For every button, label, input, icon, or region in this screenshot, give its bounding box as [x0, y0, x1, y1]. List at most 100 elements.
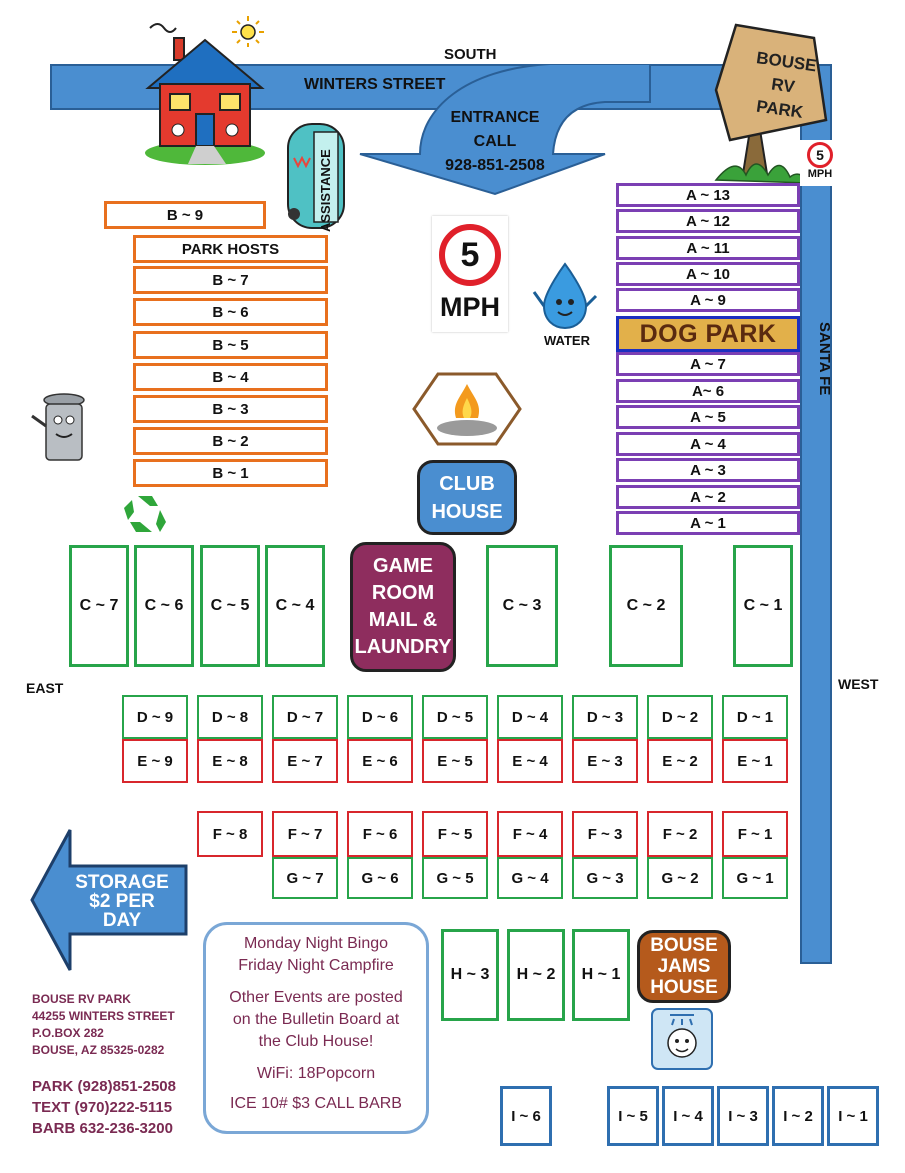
site-c-4[interactable]: C ~ 4	[265, 545, 325, 667]
site-e-3[interactable]: E ~ 3	[572, 739, 638, 783]
site-g-4[interactable]: G ~ 4	[497, 857, 563, 899]
storage-line2: $2 PER	[89, 891, 155, 912]
site-d-1[interactable]: D ~ 1	[722, 695, 788, 739]
storage-line1: STORAGE	[75, 872, 169, 893]
site-g-2[interactable]: G ~ 2	[647, 857, 713, 899]
site-i-5[interactable]: I ~ 5	[607, 1086, 659, 1146]
jams-house-line2: JAMS	[657, 956, 711, 977]
site-h-1[interactable]: H ~ 1	[572, 929, 630, 1021]
site-a-2[interactable]: A ~ 2	[616, 485, 800, 509]
site-e-1[interactable]: E ~ 1	[722, 739, 788, 783]
site-c-5[interactable]: C ~ 5	[200, 545, 260, 667]
site-f-2[interactable]: F ~ 2	[647, 811, 713, 857]
jams-house-line1: BOUSE	[650, 935, 718, 956]
event-other: Other Events are posted	[229, 989, 403, 1006]
site-park-hosts[interactable]: PARK HOSTS	[133, 235, 328, 263]
site-i-2[interactable]: I ~ 2	[772, 1086, 824, 1146]
site-f-5[interactable]: F ~ 5	[422, 811, 488, 857]
site-b-4[interactable]: B ~ 4	[133, 363, 328, 391]
sign-text: BOUSE RV PARK	[740, 45, 825, 127]
site-a-1[interactable]: A ~ 1	[616, 511, 800, 535]
assistance-label: ASSISTANCE	[318, 149, 333, 232]
address-line1: BOUSE RV PARK	[32, 992, 131, 1006]
site-i-4[interactable]: I ~ 4	[662, 1086, 714, 1146]
site-a-7[interactable]: A ~ 7	[616, 352, 800, 376]
site-g-3[interactable]: G ~ 3	[572, 857, 638, 899]
site-c-1[interactable]: C ~ 1	[733, 545, 793, 667]
small-speed-unit: MPH	[807, 168, 833, 180]
site-e-9[interactable]: E ~ 9	[122, 739, 188, 783]
campfire-icon	[412, 372, 522, 446]
site-g-6[interactable]: G ~ 6	[347, 857, 413, 899]
wifi-info: WiFi: 18Popcorn	[256, 1065, 376, 1082]
site-a-9[interactable]: A ~ 9	[616, 288, 800, 312]
game-room-line4: LAUNDRY	[354, 636, 452, 658]
event-bulletin: on the Bulletin Board at	[232, 1011, 400, 1028]
events-board: Monday Night Bingo Friday Night Campfire…	[203, 922, 429, 1134]
site-c-3[interactable]: C ~ 3	[486, 545, 558, 667]
site-c-2[interactable]: C ~ 2	[609, 545, 683, 667]
winters-street-label: WINTERS STREET	[304, 76, 446, 93]
site-a-11[interactable]: A ~ 11	[616, 236, 800, 260]
site-a-13[interactable]: A ~ 13	[616, 183, 800, 207]
site-a-4[interactable]: A ~ 4	[616, 432, 800, 456]
site-b-2[interactable]: B ~ 2	[133, 427, 328, 455]
west-label: WEST	[838, 676, 879, 692]
site-a-12[interactable]: A ~ 12	[616, 209, 800, 233]
site-e-5[interactable]: E ~ 5	[422, 739, 488, 783]
dog-park[interactable]: DOG PARK	[616, 316, 800, 352]
site-e-7[interactable]: E ~ 7	[272, 739, 338, 783]
site-e-8[interactable]: E ~ 8	[197, 739, 263, 783]
site-b-3[interactable]: B ~ 3	[133, 395, 328, 423]
site-b-7[interactable]: B ~ 7	[133, 266, 328, 294]
shower-icon	[651, 1008, 713, 1070]
site-d-8[interactable]: D ~ 8	[197, 695, 263, 739]
site-e-6[interactable]: E ~ 6	[347, 739, 413, 783]
site-a-5[interactable]: A ~ 5	[616, 405, 800, 429]
site-d-5[interactable]: D ~ 5	[422, 695, 488, 739]
site-g-7[interactable]: G ~ 7	[272, 857, 338, 899]
storage-line3: DAY	[102, 910, 142, 931]
site-d-9[interactable]: D ~ 9	[122, 695, 188, 739]
club-house-line2: HOUSE	[431, 500, 503, 523]
site-c-7[interactable]: C ~ 7	[69, 545, 129, 667]
entrance-phone: 928-851-2508	[445, 157, 545, 174]
site-d-6[interactable]: D ~ 6	[347, 695, 413, 739]
speed-limit-circle: 5	[439, 224, 501, 286]
site-a-10[interactable]: A ~ 10	[616, 262, 800, 286]
site-h-2[interactable]: H ~ 2	[507, 929, 565, 1021]
phone-park: PARK (928)851-2508	[32, 1078, 176, 1095]
site-f-4[interactable]: F ~ 4	[497, 811, 563, 857]
site-f-8[interactable]: F ~ 8	[197, 811, 263, 857]
small-speed-limit-sign: 5 MPH	[800, 140, 840, 186]
site-f-6[interactable]: F ~ 6	[347, 811, 413, 857]
site-c-6[interactable]: C ~ 6	[134, 545, 194, 667]
site-f-1[interactable]: F ~ 1	[722, 811, 788, 857]
trash-can-icon	[31, 393, 85, 461]
site-b-9[interactable]: B ~ 9	[104, 201, 266, 229]
site-g-1[interactable]: G ~ 1	[722, 857, 788, 899]
jams-house-line3: HOUSE	[650, 977, 718, 998]
site-i-1[interactable]: I ~ 1	[827, 1086, 879, 1146]
site-i-3[interactable]: I ~ 3	[717, 1086, 769, 1146]
assistance-trailer-icon	[287, 123, 345, 229]
site-f-3[interactable]: F ~ 3	[572, 811, 638, 857]
site-e-2[interactable]: E ~ 2	[647, 739, 713, 783]
entrance-label: ENTRANCE CALL 928-851-2508	[430, 106, 560, 178]
site-a-6[interactable]: A~ 6	[616, 379, 800, 403]
phone-barb: BARB 632-236-3200	[32, 1120, 173, 1137]
site-b-5[interactable]: B ~ 5	[133, 331, 328, 359]
site-d-2[interactable]: D ~ 2	[647, 695, 713, 739]
site-h-3[interactable]: H ~ 3	[441, 929, 499, 1021]
site-d-3[interactable]: D ~ 3	[572, 695, 638, 739]
site-d-4[interactable]: D ~ 4	[497, 695, 563, 739]
site-f-7[interactable]: F ~ 7	[272, 811, 338, 857]
site-e-4[interactable]: E ~ 4	[497, 739, 563, 783]
water-drop-icon	[532, 262, 598, 330]
site-d-7[interactable]: D ~ 7	[272, 695, 338, 739]
site-b-6[interactable]: B ~ 6	[133, 298, 328, 326]
site-i-6[interactable]: I ~ 6	[500, 1086, 552, 1146]
site-b-1[interactable]: B ~ 1	[133, 459, 328, 487]
site-g-5[interactable]: G ~ 5	[422, 857, 488, 899]
site-a-3[interactable]: A ~ 3	[616, 458, 800, 482]
